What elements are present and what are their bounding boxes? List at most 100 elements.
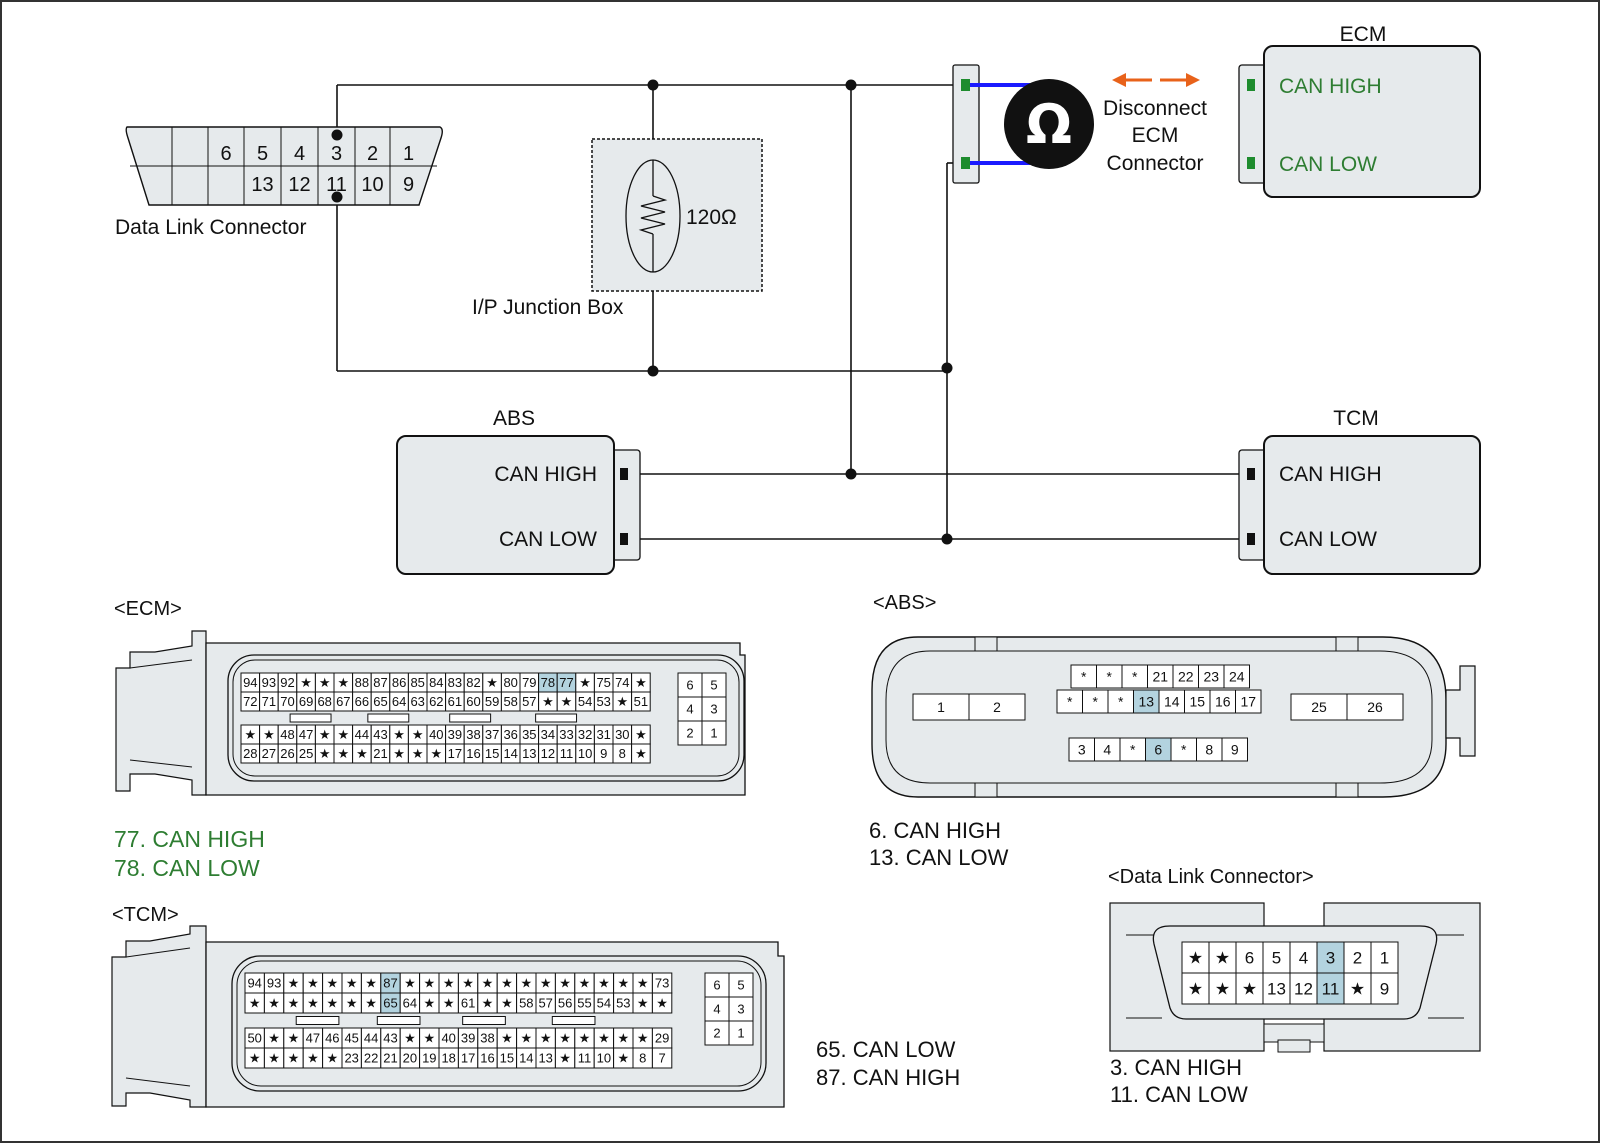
ecm-pin: 13 [522,746,536,761]
tcm-pin: 43 [383,1031,397,1046]
abs-pin-cell [1346,693,1404,721]
tcm-can-low: CAN LOW [1279,528,1377,551]
ecm-pin: 66 [355,694,369,709]
tcm-pin: 73 [655,976,669,991]
tcm-pin: ★ [443,976,455,991]
abs-pin-cell [1223,664,1250,689]
dlc-face-pin-cell [1262,972,1291,1005]
dlc-face-pin: 1 [1380,949,1389,968]
tcm-pin: 93 [267,976,281,991]
dlc-pin-label: 2 [367,143,378,165]
ecm-pin: 77 [559,675,573,690]
tcm-pin: ★ [268,1031,280,1046]
ecm-pin: 87 [373,675,387,690]
tcm-pin: 44 [364,1031,378,1046]
dlc-pin-label: 5 [257,143,268,165]
ecm-pin: 61 [448,694,462,709]
tcm-pin: 64 [403,996,417,1011]
tcm-terminal-low [1247,533,1255,545]
dlc-face-pin-cell [1343,972,1372,1005]
abs-pin: 14 [1164,694,1180,710]
ecm-side-pin: 4 [686,702,693,717]
tcm-pin: ★ [520,976,532,991]
keying-slot [295,1016,340,1025]
dlc-face-pin: ★ [1188,980,1203,999]
tcm-pin: 94 [247,976,261,991]
dlc-face-pin-cell [1289,972,1318,1005]
tcm-pin: ★ [249,996,261,1011]
abs-pin: 3 [1078,742,1086,758]
dlc-pin-label: 12 [288,174,310,196]
keying-slot [551,1016,596,1025]
abs-pin: * [1181,742,1187,758]
tcm-side-pin: 3 [737,1002,744,1017]
tcm-pin: 21 [383,1051,397,1066]
ecm-can-low: CAN LOW [1279,153,1377,176]
abs-can-low: CAN LOW [499,528,597,551]
ecm-pin: 67 [336,694,350,709]
ecm-connector-latch [115,630,207,796]
ecm-pin: 62 [429,694,443,709]
tcm-pin: 19 [422,1051,436,1066]
tcm-pin: 58 [519,996,533,1011]
ecm-pin: 43 [373,727,387,742]
dlc-face-pin: 2 [1353,949,1362,968]
abs-module-body [396,435,615,575]
disconnect-note-line3: Connector [1107,152,1204,175]
tcm-pin: ★ [637,1031,649,1046]
ecm-pin: 84 [429,675,443,690]
ecm-legend-high: 77. CAN HIGH [114,826,265,852]
dlc-face-pin: 13 [1267,980,1286,999]
abs-pin: * [1130,742,1136,758]
tcm-legend-low: 65. CAN LOW [816,1037,956,1062]
junction-box: 120Ω I/P Junction Box [472,138,763,319]
ohmmeter-icon [1004,79,1094,169]
tcm-pin: ★ [637,976,649,991]
dlc-face-pin-cell [1289,941,1318,974]
tcm-connector-inner [231,955,767,1092]
tcm-pin: 40 [441,1031,455,1046]
ecm-pin: 93 [262,675,276,690]
ecm-pin: ★ [430,746,442,761]
dlc-pin-label: 13 [251,174,273,196]
tcm-pin: 18 [441,1051,455,1066]
ecm-pin: 72 [243,694,257,709]
ecm-pin: 30 [615,727,629,742]
abs-connector-title: <ABS> [873,592,936,614]
abs-terminal-low [620,533,628,545]
tcm-pin: ★ [501,1031,513,1046]
tcm-pin: 17 [461,1051,475,1066]
tcm-pin: ★ [617,1031,629,1046]
abs-legend-high: 6. CAN HIGH [869,818,1001,843]
tcm-module: TCM CAN HIGH CAN LOW [1238,407,1481,575]
abs-pin-cell [968,693,1026,721]
ecm-pin: ★ [486,675,498,690]
tcm-pin: 10 [597,1051,611,1066]
tcm-pin: 13 [538,1051,552,1066]
tcm-pin: 7 [658,1051,665,1066]
dlc-face-pin: 11 [1322,980,1340,999]
ecm-pin: 35 [522,727,536,742]
dlc-pin3-dot [331,129,343,141]
dlc-face-pin-cell [1370,941,1399,974]
tcm-side-pin: 2 [713,1026,720,1041]
ecm-pin: 32 [578,727,592,742]
keying-slot [289,713,332,723]
tcm-pin: 45 [344,1031,358,1046]
tcm-pin: ★ [307,976,319,991]
abs-pin: 21 [1152,669,1168,685]
ecm-side-pin-cell [701,720,727,746]
tcm-side-pin-cell [728,1020,754,1046]
splice-dot [845,468,857,480]
dlc-face-pin: ★ [1242,980,1257,999]
ecm-pin: ★ [393,727,405,742]
abs-pin: 22 [1178,669,1194,685]
ecm-pin: 44 [355,727,369,742]
tcm-pin: 39 [461,1031,475,1046]
tcm-pin: ★ [423,976,435,991]
dlc-face-pin: ★ [1350,980,1365,999]
abs-pin: * [1093,694,1099,710]
splice-dot [647,79,659,91]
